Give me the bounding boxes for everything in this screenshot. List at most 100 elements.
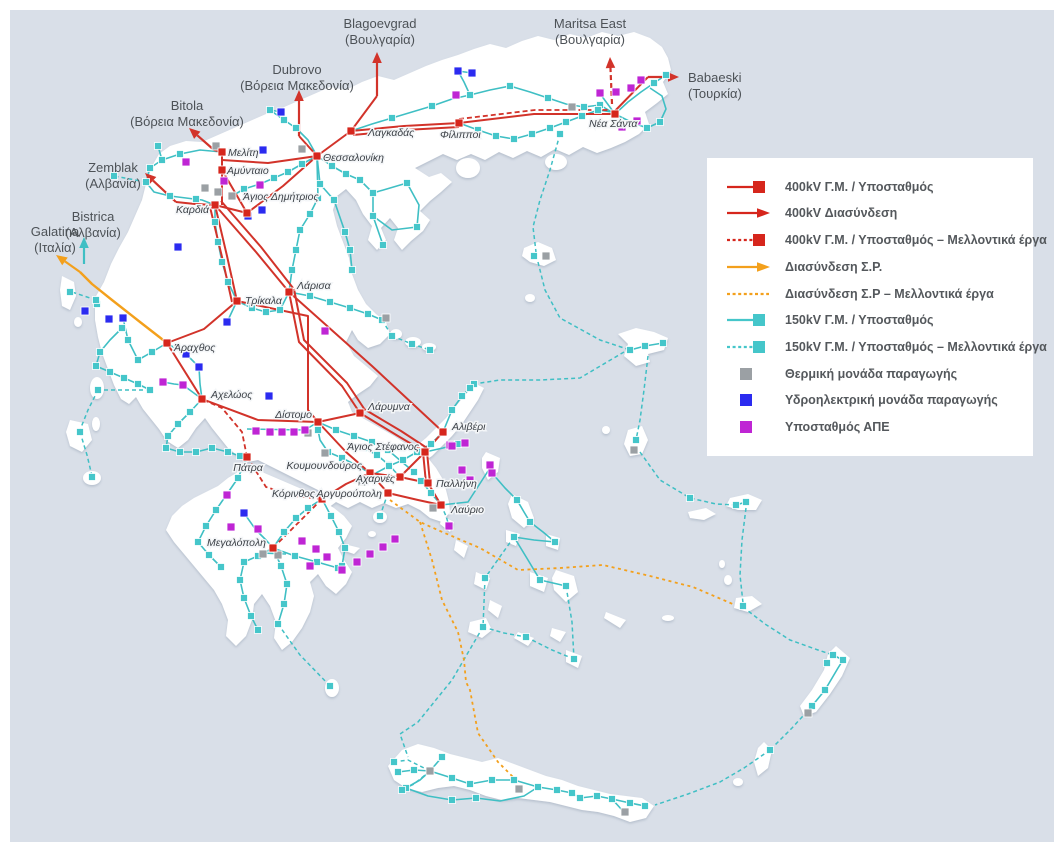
thermal-plant-node [425,766,435,776]
res-substation-node [255,180,265,190]
substation-node-400kv [284,287,294,297]
substation-node-150kv [218,258,226,266]
substation-node-150kv [292,514,300,522]
substation-node-400kv [210,200,220,210]
interconnection-label: Blagoevgrad(Βουλγαρία) [344,16,417,47]
transmission-line-150kv [95,327,123,367]
transmission-line-400kv-future [458,109,610,120]
legend-item-label: 400kV Γ.Μ. / Υποσταθμός [785,179,934,194]
res-substation-node [251,426,261,436]
substation-node-150kv [124,336,132,344]
legend-item-label: Διασύνδεση Σ.Ρ – Μελλοντικά έργα [785,286,994,301]
station-label: Λαύριο [450,504,484,516]
substation-node-150kv [332,426,340,434]
transmission-line-150kv [272,547,339,569]
station-label: Αλιβέρι [451,421,486,433]
substation-node-400kv [197,394,207,404]
substation-node-150kv [106,368,114,376]
legend-item-label: 400kV Διασύνδεση [785,206,898,221]
res-substation-node [447,441,457,451]
station-label: Άραχθος [173,342,216,354]
substation-node-150kv [553,786,561,794]
substation-node-150kv [291,552,299,560]
res-substation-node [297,536,307,546]
substation-node-150kv [306,210,314,218]
transmission-line-400kv [175,201,216,206]
substation-node-150kv [328,162,336,170]
substation-node-400kv [268,543,278,553]
substation-node-150kv [120,374,128,382]
substation-node-150kv [280,116,288,124]
transmission-line-400kv [426,451,431,484]
substation-node-150kv [570,655,578,663]
interconnection-arrow-line [64,260,81,273]
substation-node-150kv [466,91,474,99]
legend-swatch-line-square [727,180,765,193]
substation-node-150kv [66,288,74,296]
transmission-line-150kv-future [484,536,515,579]
substation-node-150kv [394,768,402,776]
thermal-plant-node [213,187,223,197]
legend-swatch-square [740,367,752,380]
legend-item: 150kV Γ.Μ. / Υποσταθμός [727,312,1023,328]
hydro-plant-node [80,306,90,316]
transmission-line-150kv [513,536,541,581]
transmission-line-150kv-future [277,623,331,687]
substation-node-150kv [118,324,126,332]
hydro-plant-node [239,508,249,518]
dc-interconnection-line-future [389,499,736,606]
station-label: Λάρισα [296,280,332,292]
transmission-line-150kv-future [525,636,575,660]
substation-node-150kv [88,473,96,481]
substation-node-150kv [369,189,377,197]
substation-node-150kv [488,776,496,784]
legend-item-label: 150kV Γ.Μ. / Υποσταθμός – Μελλοντικά έργ… [785,340,1047,355]
substation-node-150kv [506,82,514,90]
legend-item: Διασύνδεση Σ.Ρ – Μελλοντικά έργα [727,286,1023,302]
substation-node-400kv [162,338,172,348]
substation-node-150kv [662,71,670,79]
substation-node-150kv [821,686,829,694]
res-substation-node [632,116,642,126]
substation-node-150kv [466,780,474,788]
interconnection-arrow-head [668,72,679,82]
substation-node-150kv [96,348,104,356]
substation-node-150kv [92,296,100,304]
thermal-plant-node [357,477,367,487]
station-label: Αχαρνές [355,473,396,485]
substation-node-150kv [142,178,150,186]
substation-node-150kv [134,380,142,388]
legend-item: Θερμική μονάδα παραγωγής [727,366,1023,382]
transmission-line-400kv [220,200,294,289]
substation-node-150kv [236,576,244,584]
substation-node-150kv [742,498,750,506]
substation-node-150kv [522,633,530,641]
substation-node-150kv [479,623,487,631]
thermal-plant-node [567,102,577,112]
station-label: Παλλήνη [436,478,477,490]
res-substation-node [595,88,605,98]
res-substation-node [487,468,497,478]
legend-item: 400kV Γ.Μ. / Υποσταθμός – Μελλοντικά έργ… [727,232,1047,248]
res-substation-node [611,87,621,97]
substation-node-150kv [369,212,377,220]
legend-item-label: Θερμική μονάδα παραγωγής [785,366,958,381]
station-label: Μελίτη [228,147,259,159]
transmission-line-150kv [475,786,539,802]
substation-node-150kv [205,551,213,559]
substation-node-150kv [580,103,588,111]
substation-node-150kv [208,444,216,452]
thermal-plant-node [200,183,210,193]
legend-item-label: Υδροηλεκτρική μονάδα παραγωγής [785,393,998,408]
transmission-line-400kv [321,472,371,500]
hydro-plant-node [257,205,267,215]
res-substation-node [289,427,299,437]
thermal-plant-node [541,251,551,261]
res-substation-node [320,326,330,336]
res-substation-node [178,380,188,390]
substation-node-150kv [388,114,396,122]
substation-node-150kv [474,126,482,134]
substation-node-150kv [510,776,518,784]
legend-item-label: 400kV Γ.Μ. / Υποσταθμός – Μελλοντικά έργ… [785,233,1047,248]
substation-node-150kv [158,156,166,164]
